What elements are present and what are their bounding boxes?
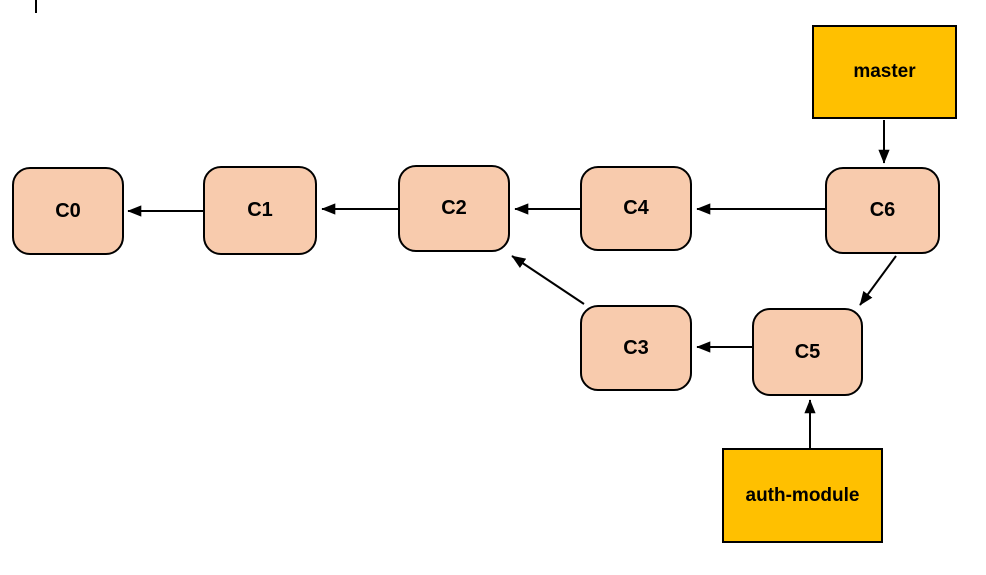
commit-label: C1 (247, 199, 273, 221)
branch-label-master: master (812, 25, 957, 119)
commit-label: C0 (55, 199, 81, 222)
branch-label-auth-module: auth-module (722, 448, 883, 543)
commit-label: C5 (794, 340, 821, 363)
commit-node-C3: C3 (580, 305, 692, 391)
commit-label: C3 (623, 336, 649, 359)
commit-node-C4: C4 (580, 166, 692, 251)
branch-name: master (853, 61, 916, 82)
commit-label: C2 (441, 197, 467, 219)
commit-label: C6 (869, 199, 896, 221)
arrow-C6-to-C5 (859, 255, 897, 306)
commit-node-C0: C0 (12, 167, 124, 255)
commit-node-C1: C1 (203, 166, 317, 255)
commit-node-C2: C2 (398, 165, 510, 252)
commit-node-C6: C6 (825, 167, 940, 254)
commit-label: C4 (623, 197, 649, 219)
commit-node-C5: C5 (752, 308, 863, 396)
arrow-C3-to-C2 (511, 255, 585, 305)
branch-name: auth-module (745, 484, 860, 506)
text-cursor-artifact (35, 0, 37, 13)
